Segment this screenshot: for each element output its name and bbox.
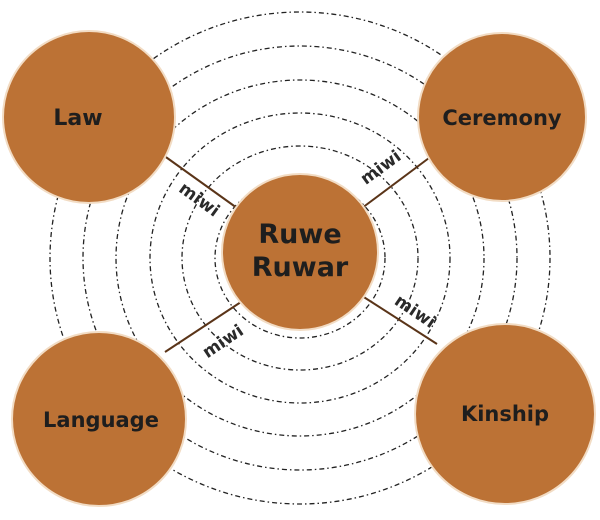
miwi-label-kinship: miwi [391,291,440,333]
miwi-label-ceremony: miwi [357,147,405,190]
node-ceremony: Ceremony [417,32,587,202]
node-law-circle [2,30,176,204]
node-center: Ruwe Ruwar [221,173,379,331]
connectors [162,154,438,353]
node-language: Language [11,331,187,507]
node-kinship: Kinship [414,323,596,505]
node-center-circle [221,173,379,331]
center-label-line1: Ruwe [258,219,341,250]
miwi-label-language: miwi [199,321,248,363]
ring-5 [82,45,518,471]
ring-2 [181,145,419,371]
miwi-label-law: miwi [175,179,223,222]
node-kinship-circle [414,323,596,505]
connector-law [162,154,238,209]
connector-ceremony [361,154,434,209]
center-label-line2: Ruwar [252,252,349,283]
ring-6 [49,11,551,505]
node-kinship-label: Kinship [461,402,549,426]
node-ceremony-circle [417,32,587,202]
concentric-rings [49,11,551,505]
connector-language [164,299,245,353]
node-ceremony-label: Ceremony [442,106,562,130]
connector-kinship [358,293,438,345]
ring-3 [149,112,451,404]
node-law: Law [2,30,176,204]
node-law-label: Law [53,106,102,131]
ring-4 [115,79,485,437]
node-language-circle [11,331,187,507]
node-language-label: Language [43,408,159,432]
